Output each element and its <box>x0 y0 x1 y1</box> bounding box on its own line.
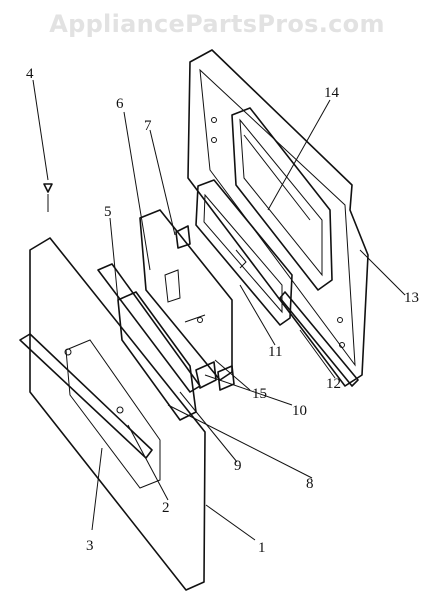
callout-7: 7 <box>144 118 152 134</box>
handle <box>19 333 153 459</box>
callout-15: 15 <box>252 386 267 402</box>
callout-1: 1 <box>258 540 266 556</box>
callout-11: 11 <box>268 344 282 360</box>
glass-pane <box>195 179 293 326</box>
callout-10: 10 <box>292 403 307 419</box>
watermark: AppliancePartsPros.com <box>49 10 385 38</box>
screw <box>43 183 53 212</box>
back-panel <box>187 49 369 387</box>
callout-8: 8 <box>306 476 314 492</box>
callout-12: 12 <box>326 376 341 392</box>
callout-13: 13 <box>404 290 419 306</box>
callout-4: 4 <box>26 66 34 82</box>
outer-door-panel <box>29 237 206 591</box>
leader-lines <box>32 79 406 541</box>
callout-9: 9 <box>234 458 242 474</box>
inner-panel <box>139 209 233 381</box>
rail-bar <box>97 263 201 393</box>
callout-5: 5 <box>104 204 112 220</box>
callout-14: 14 <box>324 85 340 101</box>
window-frame <box>231 107 333 291</box>
door-clips <box>195 361 235 391</box>
callout-2: 2 <box>162 500 170 516</box>
callout-3: 3 <box>86 538 94 554</box>
callout-6: 6 <box>116 96 124 112</box>
seal-strip <box>279 291 359 387</box>
